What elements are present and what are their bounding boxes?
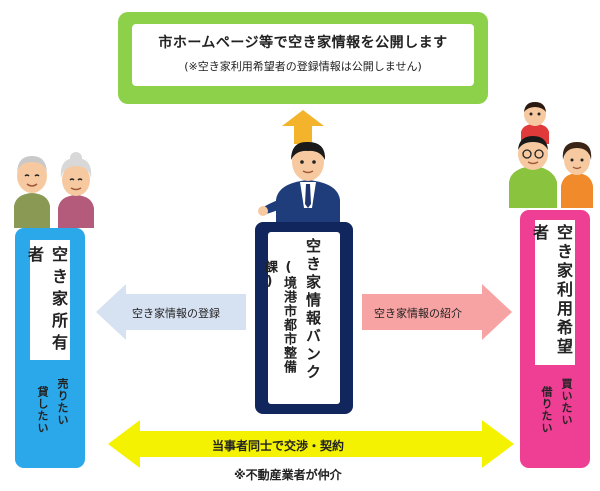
elderly-couple-icon	[14, 152, 94, 228]
publish-up-arrow	[282, 110, 324, 144]
introduce-arrow	[362, 284, 512, 340]
user-label: 空き家利用希望者	[530, 224, 573, 357]
akiya-bank-title: 空き家情報バンク	[304, 238, 322, 382]
negotiation-note: ※不動産業者が仲介	[234, 468, 342, 482]
akiya-bank-department: (境港市都市整備課)	[262, 260, 296, 374]
banner-note: (※空き家利用希望者の登録情報は公開しません)	[184, 60, 422, 73]
akiya-bank-box	[268, 232, 340, 404]
staff-person-icon	[258, 141, 340, 228]
owner-wish-sell: 売りたい	[56, 378, 69, 426]
owner-label: 空き家所有者	[25, 246, 68, 356]
negotiation-arrow	[108, 420, 514, 468]
register-arrow	[96, 284, 246, 340]
user-label-box	[535, 220, 575, 365]
user-wish-borrow: 借りたい	[540, 386, 553, 434]
register-arrow-label: 空き家情報の登録	[132, 307, 220, 320]
negotiation-label: 当事者同士で交渉・契約	[212, 439, 345, 453]
public-info-box: 市ホームページ等で空き家情報を公開します (※空き家利用希望者の登録情報は公開し…	[132, 24, 474, 86]
family-icon	[509, 102, 593, 208]
introduce-arrow-label: 空き家情報の紹介	[374, 307, 462, 320]
owner-label-box	[30, 240, 70, 360]
user-wish-buy: 買いたい	[560, 378, 573, 426]
owner-wish-lend: 貸したい	[36, 386, 49, 434]
banner-title: 市ホームページ等で空き家情報を公開します	[158, 35, 448, 51]
